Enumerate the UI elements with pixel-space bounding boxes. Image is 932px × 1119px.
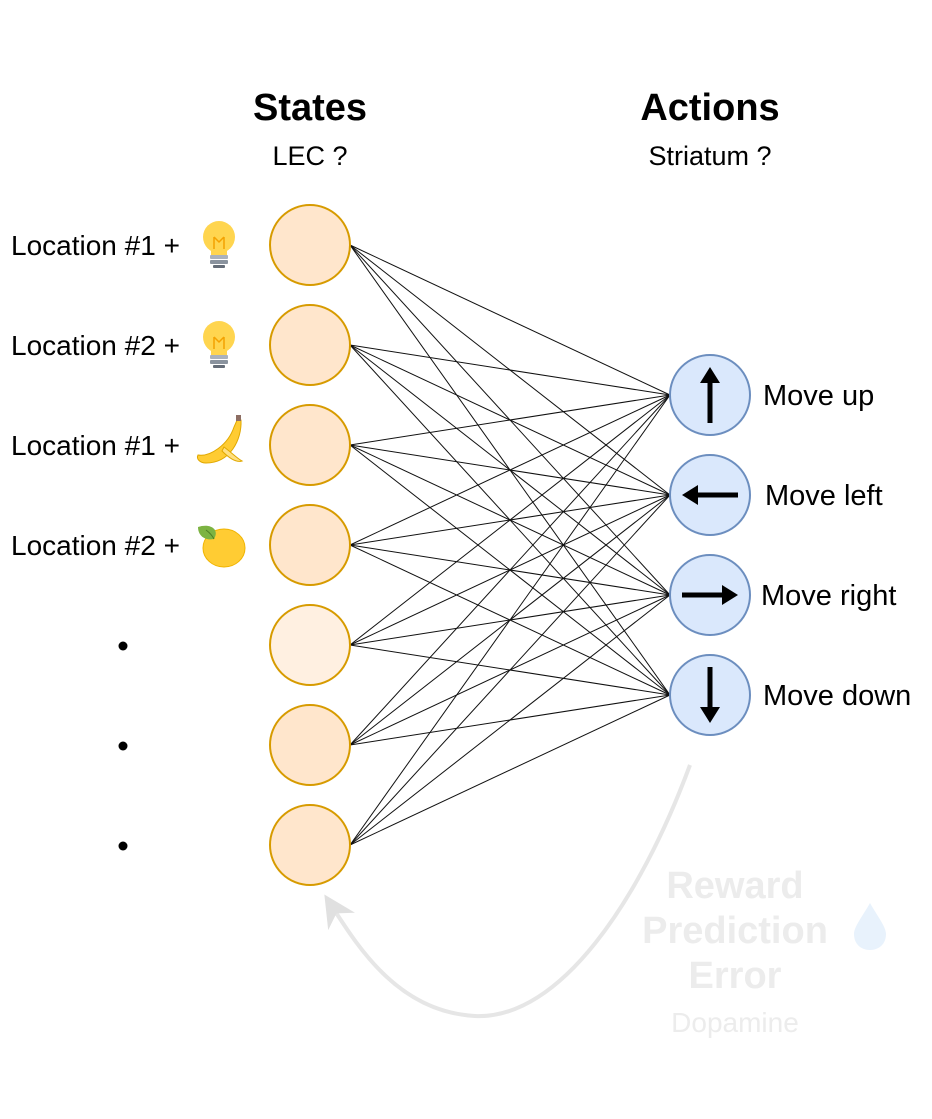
arrow-up-icon — [700, 367, 720, 423]
connection-line — [349, 494, 671, 846]
lemon-icon — [198, 525, 246, 568]
rpe-line1: Reward — [666, 865, 803, 907]
connection-line — [349, 344, 671, 396]
action-label: Move down — [763, 680, 911, 712]
states-title: States — [253, 87, 367, 129]
state-node — [269, 504, 351, 586]
state-label: Location #2 + — [11, 330, 180, 361]
state-node — [269, 704, 351, 786]
state-label: Location #1 + — [11, 430, 180, 461]
action-label: Move right — [761, 580, 896, 612]
state-node — [269, 604, 351, 686]
rpe-block: Reward Prediction Error Dopamine — [642, 865, 886, 1038]
connection-lines — [349, 244, 671, 846]
connection-line — [349, 394, 671, 546]
rpe-subtitle: Dopamine — [671, 1007, 799, 1038]
state-label: Location #2 + — [11, 530, 180, 561]
feedback-arrow — [324, 764, 692, 1019]
connection-line — [349, 394, 671, 746]
state-labels: Location #1 + Location #2 + Location #1 + L… — [11, 221, 246, 851]
ellipsis-dot — [118, 741, 128, 751]
actions-title: Actions — [640, 87, 779, 129]
arrow-right-icon — [682, 585, 738, 605]
actions-subtitle: Striatum ? — [648, 141, 771, 171]
connection-line — [349, 244, 671, 396]
action-label: Move left — [765, 480, 883, 512]
lightbulb-icon — [203, 321, 235, 368]
lightbulb-icon — [203, 221, 235, 268]
connection-line — [349, 394, 671, 446]
connection-line — [349, 394, 671, 646]
states-subtitle: LEC ? — [272, 141, 347, 171]
rpe-line3: Error — [689, 955, 782, 997]
state-nodes — [269, 204, 351, 886]
state-node — [269, 204, 351, 286]
state-node — [269, 304, 351, 386]
connection-line — [349, 594, 671, 846]
state-node — [269, 404, 351, 486]
state-node — [269, 804, 351, 886]
droplet-icon — [854, 903, 886, 950]
action-label: Move up — [763, 380, 874, 412]
ellipsis-dot — [118, 641, 128, 651]
arrow-left-icon — [682, 485, 738, 505]
state-label: Location #1 + — [11, 230, 180, 261]
connection-line — [349, 394, 671, 846]
rpe-line2: Prediction — [642, 910, 828, 952]
banana-icon — [197, 415, 244, 464]
connection-line — [349, 694, 671, 846]
arrow-down-icon — [700, 667, 720, 723]
ellipsis-dot — [118, 841, 128, 851]
